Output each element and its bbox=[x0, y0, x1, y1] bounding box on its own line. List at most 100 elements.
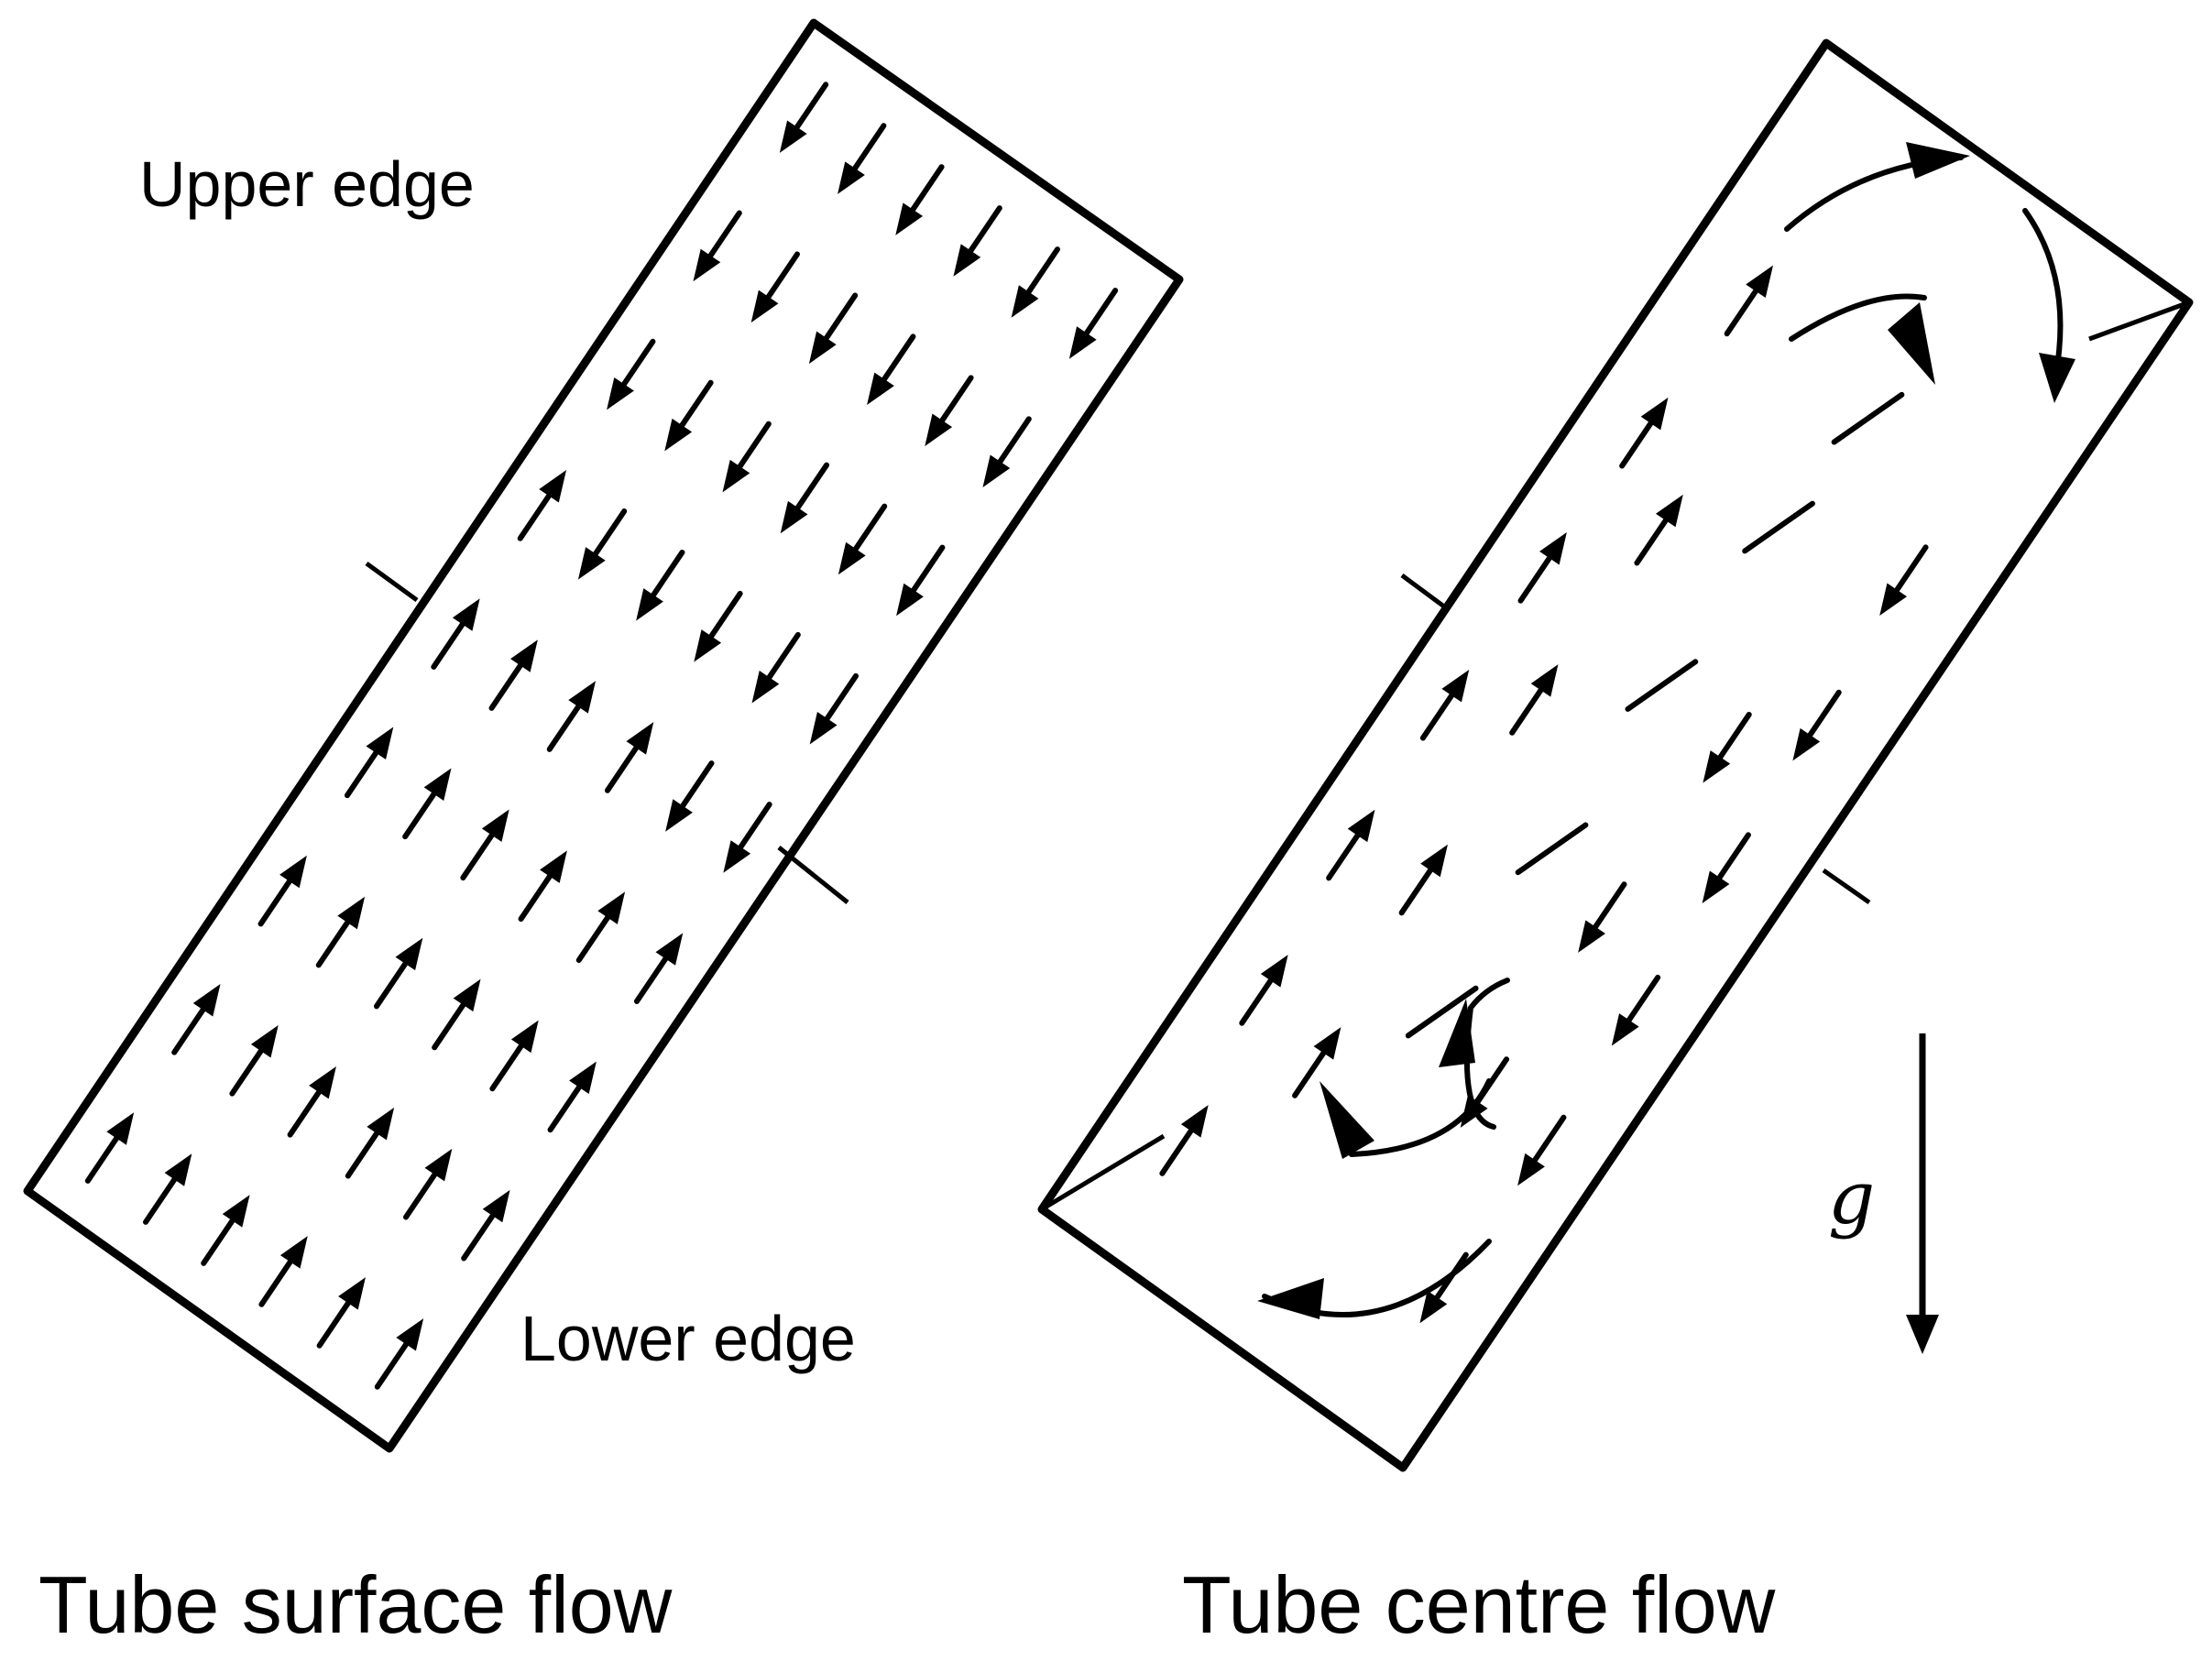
flow-arrow-shaft bbox=[794, 82, 829, 130]
flow-arrow-shaft bbox=[1807, 689, 1842, 738]
flow-arrowhead bbox=[510, 1020, 539, 1054]
flow-arrow-shaft bbox=[882, 333, 916, 382]
flow-arrow-shaft bbox=[707, 210, 742, 258]
flow-dash bbox=[1515, 822, 1589, 876]
flow-arrowhead bbox=[597, 891, 626, 924]
flow-arrowhead bbox=[106, 1112, 135, 1145]
vortex-arrowhead bbox=[1320, 1081, 1374, 1159]
flow-arrow-shaft bbox=[766, 631, 801, 681]
surface-tube-tick-right bbox=[777, 846, 849, 904]
flow-arrow-shaft bbox=[546, 704, 582, 752]
surface-tube-tick-left bbox=[365, 561, 419, 603]
flow-arrow-shaft bbox=[1716, 832, 1751, 880]
flow-arrow-shaft bbox=[1398, 867, 1433, 916]
flow-arrow-shaft bbox=[488, 662, 523, 711]
flow-arrow-shaft bbox=[316, 1300, 351, 1349]
flow-arrow-shaft bbox=[373, 960, 409, 1010]
flow-arrowhead bbox=[838, 161, 865, 194]
flow-arrow-shaft bbox=[794, 462, 830, 511]
flow-arrowhead bbox=[453, 978, 481, 1012]
flow-arrow-shaft bbox=[517, 493, 553, 541]
flow-arrowhead bbox=[1068, 326, 1097, 359]
vortex-curve bbox=[2022, 208, 2064, 369]
flow-arrowhead bbox=[1517, 1153, 1545, 1186]
flow-arrow-shaft bbox=[680, 760, 715, 809]
vortex-arrowhead bbox=[1906, 142, 1970, 179]
flow-arrow-shaft bbox=[592, 508, 628, 557]
centre-flow-panel bbox=[1037, 38, 2194, 1472]
flow-arrow-shaft bbox=[431, 621, 465, 670]
flow-arrowhead bbox=[481, 809, 509, 842]
lower-edge-label: Lower edge bbox=[520, 1303, 856, 1374]
flow-arrow-shaft bbox=[911, 544, 946, 594]
vortex-curve bbox=[1789, 293, 1927, 342]
flow-arrowhead bbox=[424, 1148, 453, 1182]
flow-arrow-shaft bbox=[575, 914, 611, 963]
surface-flow-panel: Upper edge Lower edge bbox=[23, 18, 1184, 1453]
flow-arrowhead bbox=[222, 1195, 250, 1228]
flow-arrowhead bbox=[1640, 397, 1669, 431]
flow-arrowhead bbox=[337, 896, 366, 930]
flow-arrowhead bbox=[750, 290, 779, 323]
flow-arrowhead bbox=[423, 768, 452, 801]
flow-arrow-shaft bbox=[1025, 246, 1060, 295]
flow-arrow-shaft bbox=[708, 590, 743, 639]
flow-arrow-shaft bbox=[143, 1176, 178, 1225]
flow-arrowhead bbox=[395, 937, 423, 971]
flow-arrow-shaft bbox=[518, 873, 553, 923]
flow-arrowhead bbox=[577, 547, 606, 580]
flow-arrowhead bbox=[482, 1189, 510, 1223]
gravity-indicator: g bbox=[1828, 1033, 1939, 1354]
flow-arrow-shaft bbox=[604, 745, 640, 793]
flow-arrow-shaft bbox=[547, 1084, 582, 1133]
surface-tube-outline bbox=[23, 18, 1184, 1453]
flow-arrowhead bbox=[809, 711, 838, 745]
flow-arrow-shaft bbox=[824, 672, 860, 722]
flow-arrowhead bbox=[636, 588, 663, 621]
flow-arrowhead bbox=[896, 583, 924, 617]
flow-arrowhead bbox=[309, 1065, 336, 1099]
flow-arrowhead bbox=[1313, 1027, 1341, 1060]
flow-arrow-shaft bbox=[1159, 1128, 1194, 1176]
flow-arrow-shaft bbox=[345, 1131, 380, 1179]
flow-dash bbox=[1831, 391, 1905, 445]
vortex-arrowhead bbox=[1439, 999, 1475, 1067]
flow-arrowhead bbox=[779, 120, 807, 153]
centre-flow-caption: Tube centre flow bbox=[1182, 1559, 1776, 1650]
flow-arrow-shaft bbox=[1894, 544, 1929, 593]
vortex-arrowhead bbox=[1888, 302, 1935, 385]
flow-arrow-shaft bbox=[1724, 288, 1758, 337]
flow-arrowhead bbox=[1703, 750, 1731, 783]
flow-arrow-shaft bbox=[1634, 518, 1669, 566]
flow-arrowhead bbox=[1530, 664, 1559, 697]
flow-arrow-shaft bbox=[489, 1043, 524, 1092]
flow-arrowhead bbox=[367, 1107, 395, 1141]
flow-arrowhead bbox=[665, 799, 693, 832]
flow-arrowhead bbox=[895, 202, 924, 235]
flow-arrowhead bbox=[925, 413, 953, 446]
flow-arrow-shaft bbox=[1239, 978, 1274, 1026]
centre-flow-arrows bbox=[1159, 265, 1929, 1324]
flow-arrowhead bbox=[723, 840, 751, 873]
flow-dash bbox=[1625, 659, 1699, 712]
flow-arrow-shaft bbox=[1717, 711, 1752, 760]
flow-arrow-shaft bbox=[1083, 288, 1119, 336]
flow-arrow-shaft bbox=[765, 251, 801, 300]
flow-arrowhead bbox=[279, 1236, 308, 1269]
flow-arrow-shaft bbox=[171, 1007, 206, 1055]
flow-arrow-shaft bbox=[287, 1089, 322, 1138]
flow-arrowhead bbox=[250, 1025, 279, 1058]
surface-flow-caption: Tube surface flow bbox=[38, 1559, 673, 1650]
flow-arrowhead bbox=[982, 454, 1011, 487]
flow-arrowhead bbox=[540, 850, 567, 883]
flow-arrowhead bbox=[607, 377, 634, 410]
flow-arrow-shaft bbox=[633, 956, 669, 1004]
flow-arrow-shaft bbox=[258, 1259, 293, 1307]
flow-arrow-shaft bbox=[84, 1135, 120, 1184]
vortex-curve bbox=[1349, 1078, 1492, 1157]
flow-arrow-shaft bbox=[679, 379, 714, 429]
flow-arrow-shaft bbox=[651, 549, 685, 598]
flow-arrow-shaft bbox=[432, 1001, 466, 1051]
flow-arrowhead bbox=[722, 459, 750, 493]
